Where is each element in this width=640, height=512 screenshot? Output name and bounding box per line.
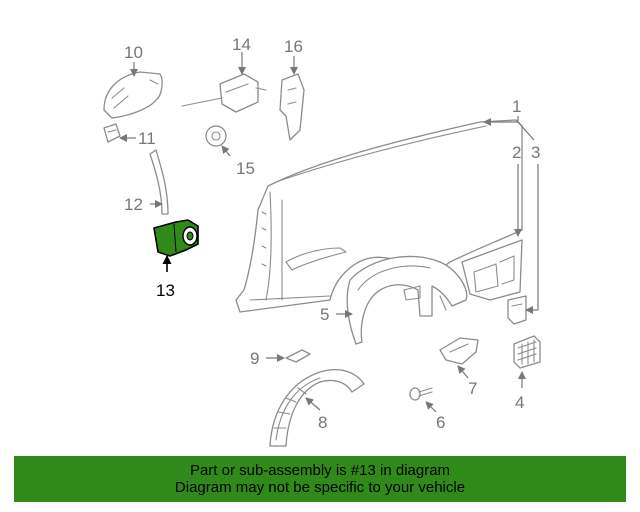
callout-16: 16 <box>284 37 303 56</box>
callout-7: 7 <box>468 379 477 398</box>
bracket-part <box>507 295 527 325</box>
drain-hose <box>149 149 169 215</box>
banner-line-disclaimer: Diagram may not be specific to your vehi… <box>174 479 466 496</box>
callout-5: 5 <box>320 305 329 324</box>
door-lock-actuator <box>181 73 267 113</box>
callout-4: 4 <box>515 393 524 412</box>
support-bracket <box>439 337 479 365</box>
parts-diagram: 1 2 3 4 5 6 7 8 9 10 11 12 13 14 15 16 <box>103 35 541 447</box>
hinge-bracket <box>279 73 305 141</box>
push-pin-fastener <box>409 387 433 401</box>
leader-lines <box>119 52 539 413</box>
callout-10: 10 <box>124 43 143 62</box>
banner-line-part-number: Part or sub-assembly is #13 in diagram <box>189 462 451 479</box>
retaining-clip <box>285 349 311 363</box>
connector-socket <box>205 125 227 147</box>
callout-6: 6 <box>436 413 445 432</box>
callout-13: 13 <box>156 281 175 300</box>
vent-grille <box>513 335 541 369</box>
wheelhouse-liner <box>346 255 468 345</box>
callout-8: 8 <box>318 413 327 432</box>
callout-12: 12 <box>124 195 143 214</box>
wheel-arch-liner <box>269 369 365 447</box>
highlighted-part-13 <box>153 219 199 257</box>
callout-3: 3 <box>531 143 540 162</box>
fuel-door <box>103 71 163 119</box>
callout-2: 2 <box>512 143 521 162</box>
info-banner: Part or sub-assembly is #13 in diagram D… <box>14 456 626 502</box>
callout-1: 1 <box>512 97 521 116</box>
callout-labels: 1 2 3 4 5 6 7 8 9 10 11 12 13 14 15 16 <box>124 35 540 432</box>
callout-11: 11 <box>138 129 156 148</box>
callout-9: 9 <box>250 349 259 368</box>
callout-14: 14 <box>232 35 251 54</box>
quarter-panel <box>235 119 523 313</box>
rear-inner-panel <box>461 239 523 301</box>
callout-15: 15 <box>236 159 255 178</box>
hinge-clip <box>103 123 121 143</box>
